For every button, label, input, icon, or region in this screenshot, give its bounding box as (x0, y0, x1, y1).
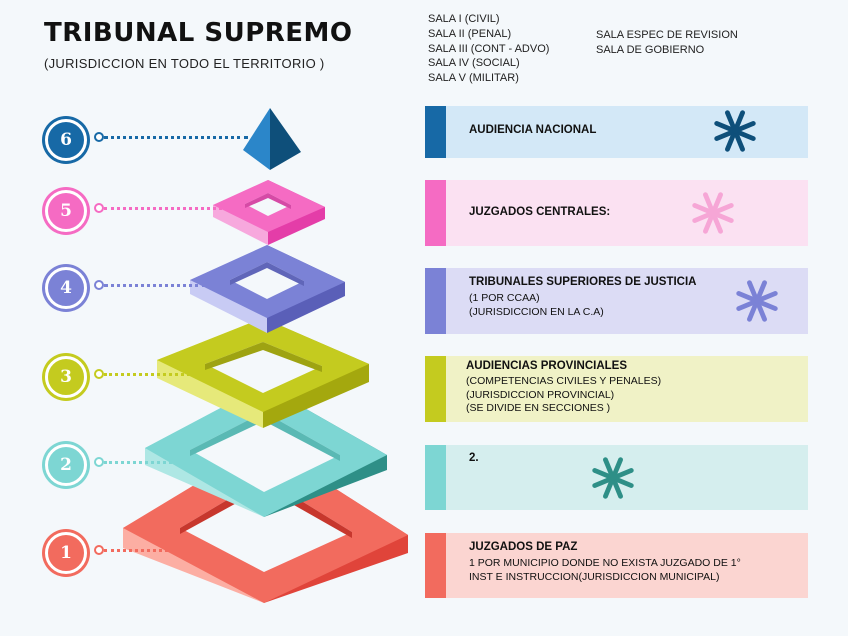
connector-dot (94, 280, 104, 290)
level-panel-5: JUZGADOS CENTRALES: (425, 180, 808, 246)
panel-heading: AUDIENCIAS PROVINCIALES (466, 360, 628, 372)
level-number-4: 4 (45, 267, 87, 309)
panel-accent-bar (425, 356, 446, 422)
asterisk-icon (714, 110, 756, 152)
connector-line (104, 207, 222, 210)
pyramid-level-2 (145, 385, 387, 517)
connector-dot (94, 369, 104, 379)
panel-description: (1 POR CCAA)(JURISDICCION EN LA C.A) (469, 292, 604, 319)
connector-dot (94, 203, 104, 213)
connector-dot (94, 132, 104, 142)
asterisk-icon (692, 192, 734, 234)
panel-heading: TRIBUNALES SUPERIORES DE JUSTICIA (469, 276, 697, 288)
panel-accent-bar (425, 106, 446, 158)
panel-description: 1 POR MUNICIPIO DONDE NO EXISTA JUZGADO … (469, 557, 741, 584)
panel-description-line: (JURISDICCION EN LA C.A) (469, 305, 604, 318)
level-panel-1: JUZGADOS DE PAZ 1 POR MUNICIPIO DONDE NO … (425, 533, 808, 598)
panel-heading: 2. (469, 452, 479, 464)
salas-list-right: SALA ESPEC DE REVISION SALA DE GOBIERNO (596, 28, 738, 58)
level-number-5: 5 (45, 190, 87, 232)
sala-item: SALA ESPEC DE REVISION (596, 29, 738, 41)
panel-accent-bar (425, 180, 446, 246)
panel-description-line: (JURISDICCION PROVINCIAL) (466, 388, 615, 401)
level-panel-4: TRIBUNALES SUPERIORES DE JUSTICIA (1 POR … (425, 268, 808, 334)
connector-line (104, 284, 206, 287)
connector-dot (94, 545, 104, 555)
page-subtitle: (JURISDICCION EN TODO EL TERRITORIO ) (44, 56, 325, 71)
panel-heading: JUZGADOS DE PAZ (469, 541, 578, 553)
connector-line (104, 461, 178, 464)
sala-item: SALA III (CONT - ADVO) (428, 42, 550, 55)
pyramid-level-4 (190, 245, 345, 333)
sala-item: SALA I (CIVIL) (428, 13, 500, 25)
level-number-6: 6 (45, 119, 87, 161)
salas-list-left: SALA I (CIVIL) SALA II (PENAL) SALA III … (428, 12, 549, 86)
sala-item: SALA IV (SOCIAL) (428, 57, 520, 70)
panel-accent-bar (425, 268, 446, 334)
panel-heading: AUDIENCIA NACIONAL (469, 124, 597, 136)
level-number-3: 3 (45, 356, 87, 398)
asterisk-icon (736, 280, 778, 322)
panel-accent-bar (425, 445, 446, 510)
pyramid-level-3 (157, 318, 369, 428)
connector-line (104, 373, 190, 376)
page-title: TRIBUNAL SUPREMO (44, 18, 353, 48)
level-panel-3: AUDIENCIAS PROVINCIALES (COMPETENCIAS CIV… (425, 356, 808, 422)
level-number-2: 2 (45, 444, 87, 486)
panel-description-line: (SE DIVIDE EN SECCIONES ) (466, 402, 611, 414)
panel-description: (COMPETENCIAS CIVILES Y PENALES)(JURISDI… (466, 375, 661, 416)
sala-item: SALA DE GOBIERNO (596, 43, 705, 56)
asterisk-icon (592, 457, 634, 499)
panel-description-line: (1 POR CCAA) (469, 292, 540, 304)
sala-item: SALA II (PENAL) (428, 27, 512, 40)
pyramid-level-6 (243, 108, 301, 170)
connector-line (104, 136, 248, 139)
panel-description-line: INST E INSTRUCCION(JURISDICCION MUNICIPA… (469, 570, 720, 583)
panel-description-line: 1 POR MUNICIPIO DONDE NO EXISTA JUZGADO … (469, 557, 741, 569)
panel-heading: JUZGADOS CENTRALES: (469, 206, 611, 218)
connector-dot (94, 457, 104, 467)
connector-line (104, 549, 175, 552)
panel-description-line: (COMPETENCIAS CIVILES Y PENALES) (466, 375, 662, 387)
level-number-1: 1 (45, 532, 87, 574)
sala-item: SALA V (MILITAR) (428, 72, 519, 85)
pyramid-level-5 (213, 180, 325, 245)
panel-accent-bar (425, 533, 446, 598)
